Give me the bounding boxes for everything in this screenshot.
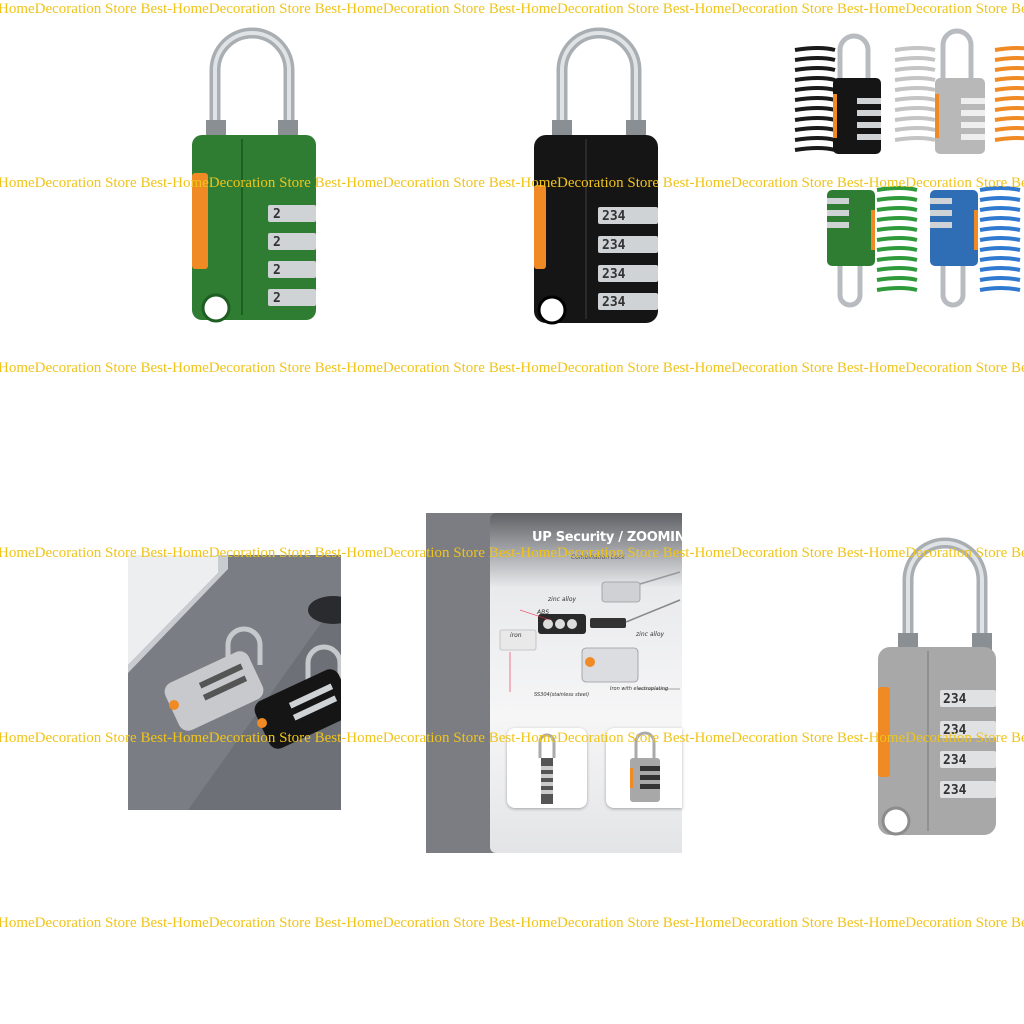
label-abs: ABS	[537, 609, 550, 616]
coil-lock-black	[794, 33, 881, 154]
svg-text:234: 234	[943, 753, 967, 768]
watermark-row: HomeDecoration Store Best-HomeDecoration…	[0, 1, 1024, 17]
label-ss304: SS304(stainless steel)	[534, 692, 590, 698]
silver-mini-lock	[164, 626, 264, 731]
svg-text:234: 234	[602, 295, 626, 310]
label-iron: iron	[510, 632, 522, 639]
svg-text:234: 234	[943, 723, 967, 738]
gray-padlock-image[interactable]: 234 234 234 234	[868, 525, 1008, 840]
svg-text:2: 2	[273, 207, 281, 222]
exploded-view-diagram	[499, 571, 681, 692]
green-padlock-image[interactable]: 2 2 2 2	[180, 15, 330, 330]
svg-text:2: 2	[273, 291, 281, 306]
watermark-row: HomeDecoration Store Best-HomeDecoration…	[0, 915, 1024, 931]
lifestyle-photo-image[interactable]	[128, 555, 341, 810]
label-zinc-alloy-top: zinc alloy	[548, 596, 577, 603]
watermark-row: HomeDecoration Store Best-HomeDecoration…	[0, 360, 1024, 376]
detail-card-shackle	[507, 728, 587, 808]
svg-text:234: 234	[602, 209, 626, 224]
label-iron-plating: Iron with electroplating	[610, 686, 669, 692]
detail-card-lock	[606, 728, 682, 808]
svg-text:2: 2	[273, 235, 281, 250]
svg-text:234: 234	[602, 267, 626, 282]
coil-lock-green	[827, 186, 918, 308]
svg-text:2: 2	[273, 263, 281, 278]
label-zinc-alloy-right: zinc alloy	[636, 631, 665, 638]
svg-text:234: 234	[943, 692, 967, 707]
dial-stack[interactable]: 234 234 234 234	[940, 690, 996, 798]
dial-stack[interactable]: 2 2 2 2	[268, 205, 316, 306]
dial-stack[interactable]: 234 234 234 234	[598, 207, 658, 310]
black-mini-lock	[254, 644, 341, 749]
svg-text:234: 234	[943, 783, 967, 798]
coil-lock-orange	[994, 46, 1024, 142]
infographic-subtitle: Combination Lock	[571, 554, 625, 561]
coil-lock-variants-image[interactable]	[785, 20, 1024, 315]
black-padlock-image[interactable]: 234 234 234 234	[520, 15, 670, 330]
svg-text:234: 234	[602, 238, 626, 253]
infographic-title: UP Security / ZOOMING	[532, 530, 696, 545]
coil-lock-blue	[930, 186, 1021, 308]
coil-lock-silver	[894, 28, 985, 154]
